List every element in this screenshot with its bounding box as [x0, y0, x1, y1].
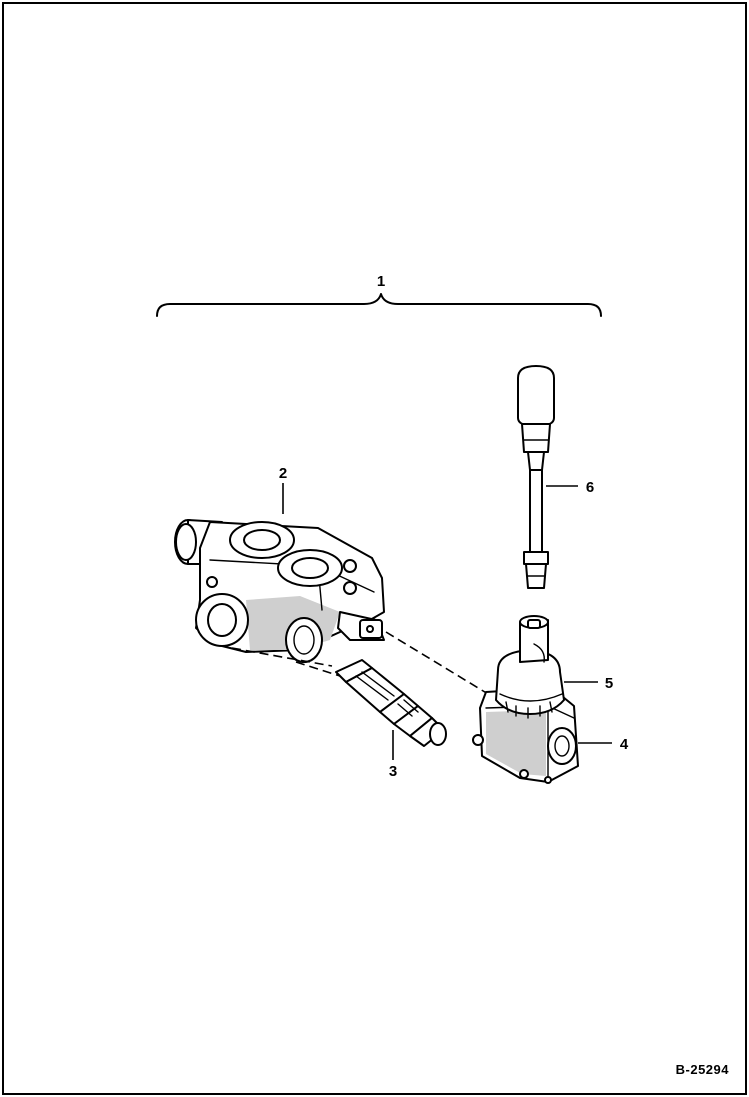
- figure-id: B-25294: [675, 1062, 729, 1077]
- callout-1: 1: [377, 273, 385, 290]
- callout-3: 3: [389, 763, 397, 780]
- callout-2: 2: [279, 465, 287, 482]
- valve-body: [174, 519, 385, 663]
- callout-5: 5: [605, 675, 613, 692]
- callout-4: 4: [620, 736, 629, 753]
- assembly-brace: [156, 293, 602, 317]
- relief-valve: [335, 659, 447, 747]
- boot: [495, 615, 565, 719]
- alignment-lines: [231, 631, 499, 701]
- lever-handle: [517, 365, 555, 589]
- callout-6: 6: [586, 479, 594, 496]
